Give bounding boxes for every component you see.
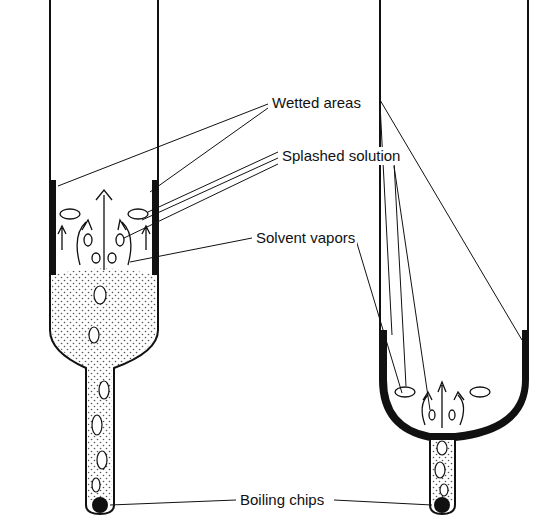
callout-label: Boiling chips <box>238 491 326 509</box>
callout-label: Wetted areas <box>270 94 363 112</box>
callout-label: Solvent vapors <box>254 229 357 247</box>
leader-lines <box>58 100 522 505</box>
callout-label: Splashed solution <box>280 147 402 165</box>
